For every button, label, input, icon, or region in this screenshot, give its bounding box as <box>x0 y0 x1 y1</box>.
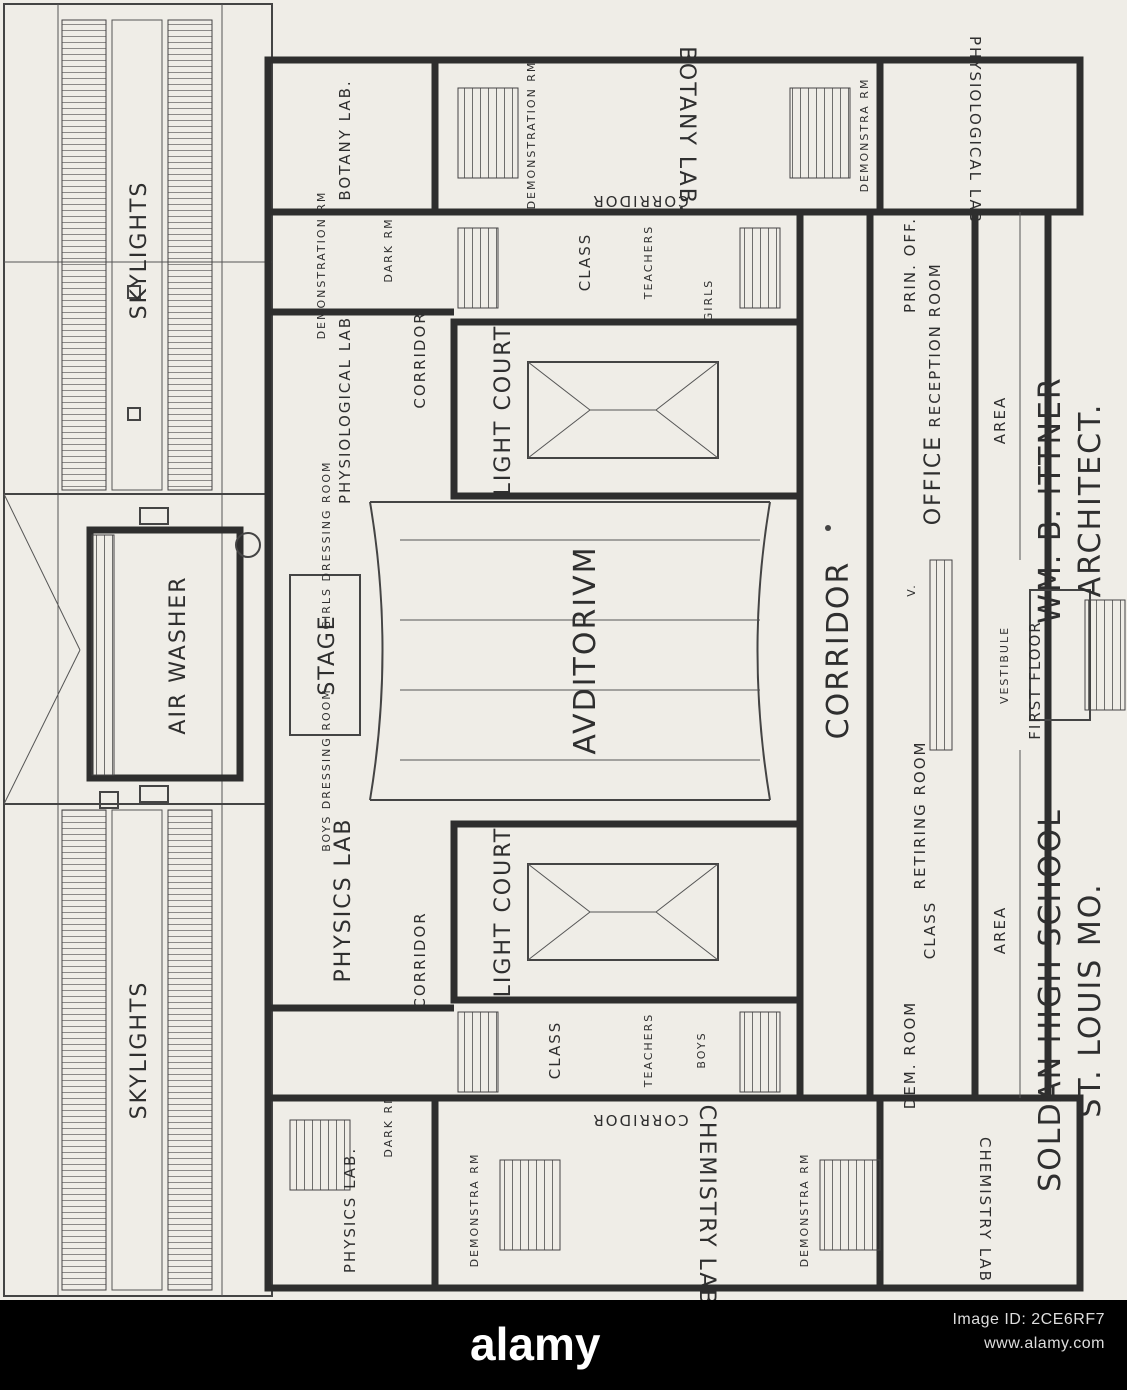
caption-school: SOLDAN HIGH SCHOOL <box>1033 808 1068 1192</box>
label-girls-dressing-room: GIRLS DRESSING ROOM <box>320 461 333 630</box>
label-light-court-top: LIGHT COURT <box>491 325 516 496</box>
label-demonstration-rm-botany: DEMONSTRATION RM <box>525 61 538 210</box>
label-botany-lab-small: BOTANY LAB. <box>336 79 354 200</box>
label-physics-lab-small: PHYSICS LAB. <box>341 1147 359 1273</box>
label-area-bottom: AREA <box>991 906 1009 954</box>
label-corridor-inner-top: CORRIDOR <box>411 311 429 408</box>
caption-architect-title: ARCHITECT. <box>1073 403 1108 598</box>
label-stage: STAGE <box>315 614 340 695</box>
caption-city: ST. LOUIS MO. <box>1073 882 1108 1117</box>
label-auditorium: AVDITORIVM <box>568 545 603 754</box>
label-v: V. <box>905 583 918 597</box>
label-retiring-room: RETIRING ROOM <box>911 741 929 890</box>
room-labels: SKYLIGHTS AIR WASHER SKYLIGHTS BOTANY LA… <box>127 36 1011 1300</box>
label-vestibule: VESTIBULE <box>998 626 1011 704</box>
label-demonstra-rm-botany: DEMONSTRA RM <box>858 78 871 193</box>
label-teachers-bottom: TEACHERS <box>642 1013 655 1089</box>
label-area-top: AREA <box>991 396 1009 444</box>
site-url: www.alamy.com <box>984 1335 1105 1352</box>
caption-architect-name: WM. B. ITTNER <box>1033 376 1068 623</box>
floor-plan-drawing: SKYLIGHTS AIR WASHER SKYLIGHTS BOTANY LA… <box>3 3 1126 1300</box>
image-id: Image ID: 2CE6RF7 <box>952 1311 1105 1328</box>
label-office: OFFICE <box>921 435 946 525</box>
building-walls <box>235 56 1126 1292</box>
alamy-logo: alamy <box>470 1318 601 1370</box>
caption-floor: FIRST FLOOR <box>1026 620 1044 739</box>
label-reception-room: RECEPTION ROOM <box>926 262 944 427</box>
floor-plan-svg: SKYLIGHTS AIR WASHER SKYLIGHTS BOTANY LA… <box>3 3 1126 1300</box>
label-skylights-top: SKYLIGHTS <box>127 181 152 320</box>
label-prin-off: PRIN. OFF. <box>901 217 919 313</box>
label-corridor-main: CORRIDOR <box>821 561 856 740</box>
label-dem-room: DEM. ROOM <box>901 1001 919 1109</box>
footer-meta: Image ID: 2CE6RF7 www.alamy.com <box>845 1308 1105 1356</box>
label-physiological-lab: PHYSIOLOGICAL LAB <box>336 316 354 504</box>
label-demonstra-rm-2: DEMONSTRA RM <box>798 1153 811 1268</box>
label-girls: GIRLS <box>702 279 715 322</box>
label-teachers-top: TEACHERS <box>642 225 655 301</box>
label-botany-lab-big: BOTANY LAB. <box>674 46 699 214</box>
label-air-washer: AIR WASHER <box>166 575 191 734</box>
plan-caption: WM. B. ITTNER ARCHITECT. FIRST FLOOR SOL… <box>1026 376 1108 1192</box>
label-boys-dressing-room: BOYS DRESSING ROOM <box>320 688 333 852</box>
label-chemistry-lab-big: CHEMISTRY LAB. <box>694 1105 719 1300</box>
label-class-inner: CLASS <box>921 901 939 959</box>
label-light-court-bottom: LIGHT COURT <box>491 827 516 998</box>
label-skylights-bottom: SKYLIGHTS <box>127 981 152 1120</box>
label-dark-rm-bottom: DARK RM <box>382 1092 395 1157</box>
roof-strip <box>3 3 273 1297</box>
label-dark-rm-top: DARK RM <box>382 217 395 282</box>
label-demonstra-rm-1: DEMONSTRA RM <box>468 1153 481 1268</box>
label-corridor-top: CORRIDOR <box>591 192 688 210</box>
label-boys: BOYS <box>695 1031 708 1068</box>
alamy-logo-text: alamy <box>470 1318 601 1370</box>
label-corridor-bottom: CORRIDOR <box>591 1111 688 1129</box>
label-physics-lab-top: PHYSICS LAB <box>331 818 356 983</box>
label-demonstration-rm: DEMONSTRATION RM <box>315 191 328 340</box>
label-corridor-inner-bottom: CORRIDOR <box>411 911 429 1008</box>
label-class-top: CLASS <box>576 233 594 291</box>
label-class-bottom: CLASS <box>546 1021 564 1079</box>
label-chemistry-lab-small: CHEMISTRY LAB <box>976 1137 994 1283</box>
label-physiological-lab-big: PHYSIOLOGICAL LAB <box>966 36 984 224</box>
stock-footer-bar: alamy Image ID: 2CE6RF7 www.alamy.com <box>0 1300 1127 1390</box>
